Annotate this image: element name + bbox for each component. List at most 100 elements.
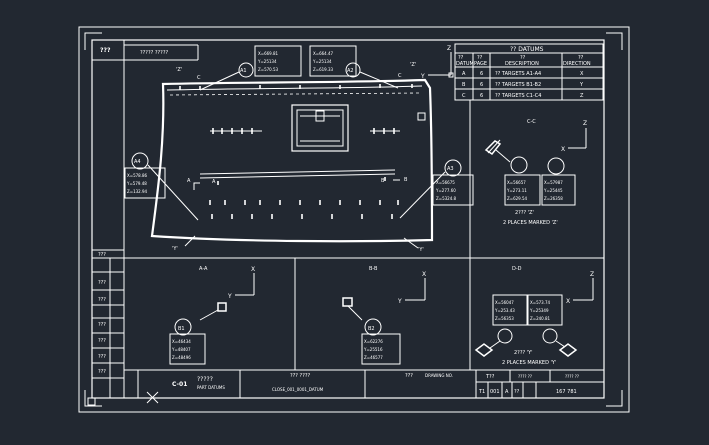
title-sheet-sub: PART DATUMS [197, 385, 225, 390]
dd-part-sketch [474, 328, 578, 357]
axis-z-dd: Z [590, 271, 594, 278]
axis-x-cc: X [561, 146, 565, 153]
axis-z-cc: Z [583, 120, 587, 127]
marker-y-left: 'Y' [172, 246, 178, 252]
title-s-b: ???? ?? [518, 374, 532, 379]
datums-header-page-top: ?? [477, 55, 483, 61]
marker-b-left: B [381, 178, 385, 184]
left-strip-cells [92, 249, 124, 379]
target-d1-box [492, 294, 528, 326]
target-b2-z: Z=46577 [364, 355, 383, 360]
axis-y-top: Y [420, 73, 425, 80]
leader-y-left [184, 235, 196, 247]
title-note: ????? ????? [140, 50, 168, 56]
datums-title: ?? DATUMS [510, 46, 544, 53]
target-a2-x: X=664.47 [313, 51, 334, 56]
title-mid-top: ??? ???? [290, 373, 311, 379]
view-bb-label: B-B [369, 266, 378, 272]
target-a4-callout [124, 152, 199, 221]
view-cc-label: C-C [527, 119, 536, 125]
bb-part-sketch [342, 297, 363, 321]
axis-triad-cc [568, 128, 587, 149]
left-strip-label-7: ??? [98, 369, 106, 375]
title-r1b: DRAWING NO. [425, 373, 453, 378]
target-a3-y: Y=277.60 [435, 188, 456, 193]
axis-triad-bb [405, 278, 426, 301]
target-a1-y: Y=25134 [257, 59, 277, 64]
target-b1-y: Y=48407 [171, 347, 191, 352]
view-dd-label: D-D [512, 266, 522, 272]
target-a1-label: A1 [240, 68, 247, 74]
origin-square [87, 397, 96, 406]
view-dd-qty-note: 2??? 'Y' [514, 350, 533, 356]
target-a4-x: X=578.86 [127, 173, 148, 178]
svg-text:?? TARGETS C1-C4: ?? TARGETS C1-C4 [495, 93, 541, 99]
axis-x-aa: X [251, 266, 255, 273]
aa-part-sketch [199, 302, 227, 321]
target-b1-z: Z=48496 [172, 355, 191, 360]
datums-header-datum: DATUM [456, 61, 474, 67]
title-cell-5: 167 781 [556, 389, 577, 395]
marker-a-left: A [187, 178, 191, 184]
axis-triad-top [428, 52, 454, 78]
left-strip-label-4: ??? [98, 322, 106, 328]
target-a1-x: X=669.81 [258, 51, 279, 56]
target-a2-callout [309, 45, 399, 89]
target-a4-z: Z=132.94 [127, 189, 148, 194]
left-strip-label-5: ??? [98, 338, 106, 344]
target-a1-z: Z=570.53 [258, 67, 279, 72]
target-c1-callout [504, 156, 541, 206]
axis-triad-dd [573, 278, 594, 301]
target-d2-y: Y=25349 [529, 308, 549, 313]
view-cc-note: 2 PLACES MARKED 'Z' [503, 220, 558, 226]
view-aa-label: A-A [199, 266, 208, 272]
marker-z-right: 'Z' [410, 62, 416, 68]
target-b2-callout [361, 318, 401, 365]
left-strip-label-2: ??? [98, 280, 106, 286]
datums-header-datum-top: ?? [458, 55, 464, 61]
title-sheet-title: ????? [197, 376, 213, 383]
target-a2-label: A2 [347, 68, 354, 74]
title-drawing-no: C-01 [172, 381, 187, 388]
target-b2-y: Y=25516 [363, 347, 383, 352]
axis-y-aa: Y [227, 293, 232, 300]
target-d2-x: X=573.74 [530, 300, 551, 305]
target-d1-y: Y=253.43 [494, 308, 515, 313]
marker-b-right: B [404, 177, 408, 183]
part-hole-marks [179, 84, 413, 219]
target-c1-x: X=56657 [507, 180, 526, 185]
target-a2-z: Z=619.33 [313, 67, 334, 72]
datums-table [454, 43, 604, 101]
title-mid-name: CLOSE_001_0001_DATUM [272, 387, 324, 392]
target-a3-z: Z=5324.8 [436, 196, 457, 201]
target-d2-box [527, 294, 563, 326]
title-s-c: ???? ?? [565, 374, 579, 379]
target-a3-x: X=56675 [436, 180, 455, 185]
target-b2-x: X=62276 [364, 339, 383, 344]
axis-triad-aa [235, 273, 255, 296]
target-b2-label: B2 [368, 326, 375, 332]
marker-c-left: C [197, 75, 201, 81]
datums-header-desc: DESCRIPTION [505, 61, 539, 67]
target-c1-y: Y=273.11 [506, 188, 527, 193]
svg-text:X: X [580, 71, 584, 77]
target-b1-callout [169, 318, 206, 365]
datums-row-b: B 6 ?? TARGETS B1-B2 Y [462, 82, 584, 88]
left-top-label: ??? [100, 47, 111, 54]
svg-text:6: 6 [480, 71, 483, 77]
title-s-a: T?? [485, 374, 495, 380]
left-strip-label-3: ??? [98, 297, 106, 303]
left-strip-label-1: ??? [98, 252, 106, 258]
leader-y-right [403, 237, 419, 249]
svg-text:6: 6 [480, 93, 483, 99]
title-r1: ??? [405, 373, 413, 379]
left-strip-label-6: ??? [98, 354, 106, 360]
target-a1-callout [199, 45, 302, 91]
axis-x-bb: X [422, 271, 426, 278]
corner-mark-bl [84, 390, 102, 407]
svg-text:Y: Y [579, 82, 584, 88]
svg-text:?? TARGETS A1-A4: ?? TARGETS A1-A4 [495, 71, 541, 77]
axis-y-bb: Y [397, 298, 402, 305]
marker-a-right: A [212, 179, 216, 185]
